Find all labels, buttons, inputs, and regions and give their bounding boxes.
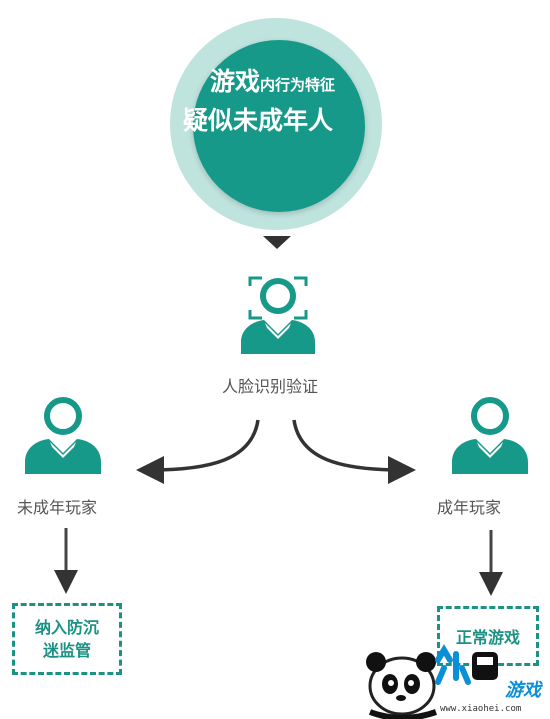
title-line-2: 疑似未成年人: [183, 101, 333, 137]
minor-result-line2: 迷监管: [42, 641, 91, 660]
minor-result-line1: 纳入防沉: [34, 618, 99, 637]
title-line-1: 游戏内行为特征: [210, 62, 335, 98]
right-curved-arrow: [292, 419, 416, 484]
title-circle-inner: [193, 40, 365, 212]
watermark-url: www.xiaohei.com: [440, 704, 522, 714]
minor-result-box: 纳入防沉 迷监管: [12, 603, 122, 675]
minor-player-label: 未成年玩家: [17, 498, 98, 517]
adult-user-icon: [452, 397, 528, 474]
panda-logo-watermark: [366, 644, 498, 719]
adult-player-label: 成年玩家: [437, 498, 502, 517]
title-line1-big: 游戏: [210, 67, 261, 96]
face-verification-label: 人脸识别验证: [222, 377, 319, 396]
left-curved-arrow: [136, 419, 260, 484]
title-line2-small: 疑似: [183, 106, 234, 135]
watermark-game-text: 游戏: [505, 680, 541, 701]
down-triangle-icon: [263, 236, 291, 249]
title-line1-small: 内行为特征: [260, 76, 336, 94]
minor-user-icon: [25, 397, 101, 474]
title-line2-big: 未成年人: [233, 106, 334, 135]
face-scan-user-icon: [241, 276, 315, 354]
